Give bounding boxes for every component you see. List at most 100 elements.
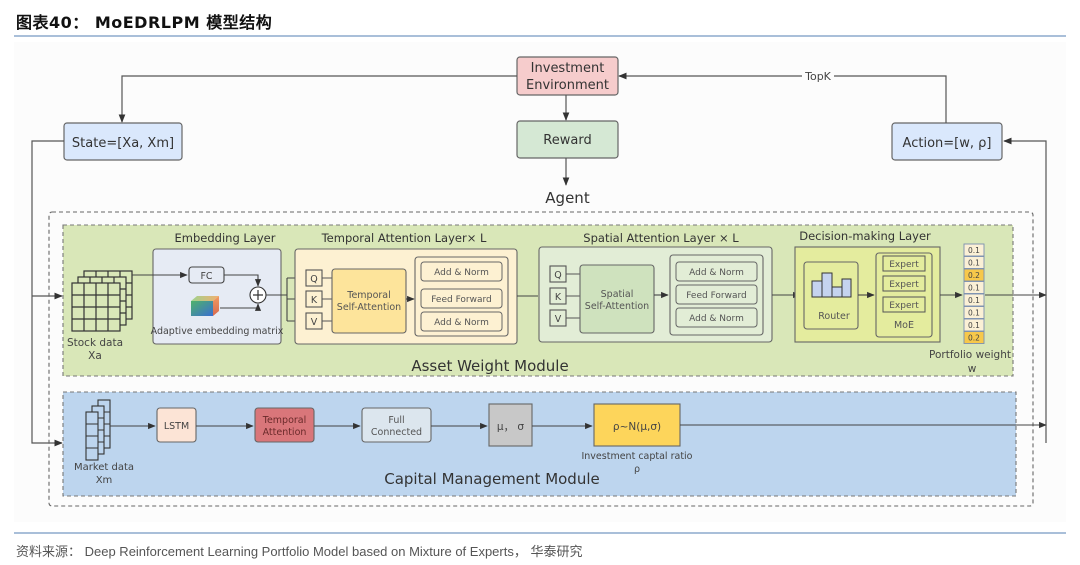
spatial-k-box: K [549, 287, 567, 305]
state-to-capital-arrow [31, 296, 63, 447]
agent-label: Agent [545, 189, 590, 207]
moe-label: MoE [894, 320, 914, 331]
temporal-qkv-lines [322, 277, 332, 322]
moe-box: Expert Expert Expert MoE [875, 252, 933, 338]
stock-data-label-1: Stock data [67, 337, 123, 349]
svg-text:Temporal: Temporal [262, 415, 307, 426]
weight-cell: 0.1 [963, 293, 985, 307]
svg-text:Spatial: Spatial [601, 289, 634, 300]
weight-value: 0.1 [968, 321, 980, 330]
action-label: Action=[w, ρ] [903, 136, 992, 151]
market-data-stack-icon [85, 399, 111, 461]
spatial-qkv-lines [566, 273, 580, 319]
temporal-self-attention-box: Temporal Self-Attention [331, 268, 407, 334]
full-connected-box: Full Connected [361, 407, 432, 443]
svg-text:Add & Norm: Add & Norm [434, 318, 489, 328]
embedding-layer-title: Embedding Layer [175, 231, 276, 245]
distribution-box: ρ~N(μ,σ) [593, 403, 681, 447]
svg-text:K: K [555, 292, 562, 303]
weight-value: 0.1 [968, 309, 980, 318]
state-feed-line [31, 140, 64, 296]
svg-text:Add & Norm: Add & Norm [434, 268, 489, 278]
weight-cell: 0.1 [963, 281, 985, 294]
svg-text:Feed Forward: Feed Forward [431, 295, 492, 305]
svg-text:Q: Q [310, 274, 317, 285]
weight-value: 0.1 [968, 246, 980, 255]
svg-text:Temporal: Temporal [346, 290, 391, 301]
state-label: State=[Xa, Xm] [72, 136, 174, 151]
market-data-label-1: Market data [74, 462, 134, 473]
portfolio-weights-vector: 0.10.10.20.10.10.10.10.2 [963, 243, 985, 344]
svg-text:μ， σ: μ， σ [497, 421, 525, 433]
spatial-add-norm-2: Add & Norm [675, 307, 758, 328]
adaptive-embedding-matrix-icon [191, 296, 219, 316]
reward-box: Reward [516, 120, 619, 159]
weight-cell: 0.2 [963, 268, 985, 282]
svg-text:Q: Q [554, 270, 561, 281]
matrix-to-plus-arrow [220, 303, 262, 311]
fc-label: FC [200, 271, 212, 282]
weight-cell: 0.1 [963, 318, 985, 332]
fc-to-plus-arrow [224, 274, 262, 287]
router-box: Router [803, 261, 859, 330]
svg-text:Connected: Connected [371, 427, 422, 438]
action-to-topk-line [834, 75, 947, 123]
expert-1: Expert [882, 255, 926, 272]
adaptive-matrix-label: Adaptive embedding matrix [151, 326, 284, 337]
weight-value: 0.2 [968, 271, 980, 280]
weight-cell: 0.1 [963, 306, 985, 319]
spatial-q-box: Q [549, 265, 567, 283]
expert-2: Expert [882, 275, 926, 292]
market-data-label-2: Xm [96, 475, 113, 486]
svg-text:Expert: Expert [889, 260, 919, 270]
capital-ratio-label-1: Investment captal ratio [581, 451, 692, 462]
figure-title: 图表40： MoEDRLPM 模型结构 [16, 13, 273, 32]
temporal-layer-title: Temporal Attention Layer× L [321, 231, 487, 245]
asset-module-label: Asset Weight Module [411, 357, 568, 375]
weight-value: 0.1 [968, 296, 980, 305]
svg-text:LSTM: LSTM [164, 421, 189, 432]
lstm-box: LSTM [156, 407, 197, 443]
investment-environment-box: Investment Environment [516, 56, 619, 96]
reward-label: Reward [543, 133, 591, 148]
temporal-k-box: K [305, 290, 323, 308]
svg-text:ρ~N(μ,σ): ρ~N(μ,σ) [613, 421, 661, 433]
to-action-arrow [1003, 137, 1047, 443]
mu-sigma-box: μ， σ [488, 403, 533, 447]
expert-3: Expert [882, 296, 926, 313]
temporal-feed-forward: Feed Forward [420, 288, 503, 309]
svg-text:Expert: Expert [889, 301, 919, 311]
title-divider [14, 35, 1066, 37]
fc-box: FC [188, 266, 225, 284]
weight-cell: 0.1 [963, 243, 985, 257]
source-note: 资料来源： Deep Reinforcement Learning Portfo… [16, 544, 583, 559]
temporal-add-norm-2: Add & Norm [420, 311, 503, 332]
weight-value: 0.1 [968, 259, 980, 268]
svg-text:V: V [555, 314, 562, 325]
temporal-q-box: Q [305, 269, 323, 287]
svg-text:Self-Attention: Self-Attention [585, 301, 649, 312]
weight-cell: 0.2 [963, 331, 985, 344]
portfolio-weight-label-1: Portfolio weight [929, 349, 1011, 361]
svg-text:K: K [311, 295, 318, 306]
agent-frame [48, 211, 1034, 507]
environment-label-2: Environment [526, 78, 609, 93]
portfolio-weight-label-2: w [968, 363, 977, 375]
state-box: State=[Xa, Xm] [63, 122, 183, 161]
temporal-v-box: V [305, 312, 323, 330]
svg-text:Add & Norm: Add & Norm [689, 314, 744, 324]
topk-label: TopK [804, 70, 832, 83]
svg-text:Full: Full [388, 415, 404, 426]
svg-text:Attention: Attention [263, 427, 307, 438]
stock-data-grid-icon [71, 270, 133, 332]
temporal-attention-box: Temporal Attention [254, 407, 315, 443]
weight-cell: 0.1 [963, 256, 985, 269]
spatial-self-attention-box: Spatial Self-Attention [579, 264, 655, 334]
svg-text:Feed Forward: Feed Forward [686, 291, 747, 301]
weight-value: 0.2 [968, 334, 980, 343]
svg-text:Expert: Expert [889, 280, 919, 290]
env-to-state-arrow [118, 75, 517, 123]
spatial-v-box: V [549, 309, 567, 327]
spatial-layer-title: Spatial Attention Layer × L [583, 231, 739, 245]
